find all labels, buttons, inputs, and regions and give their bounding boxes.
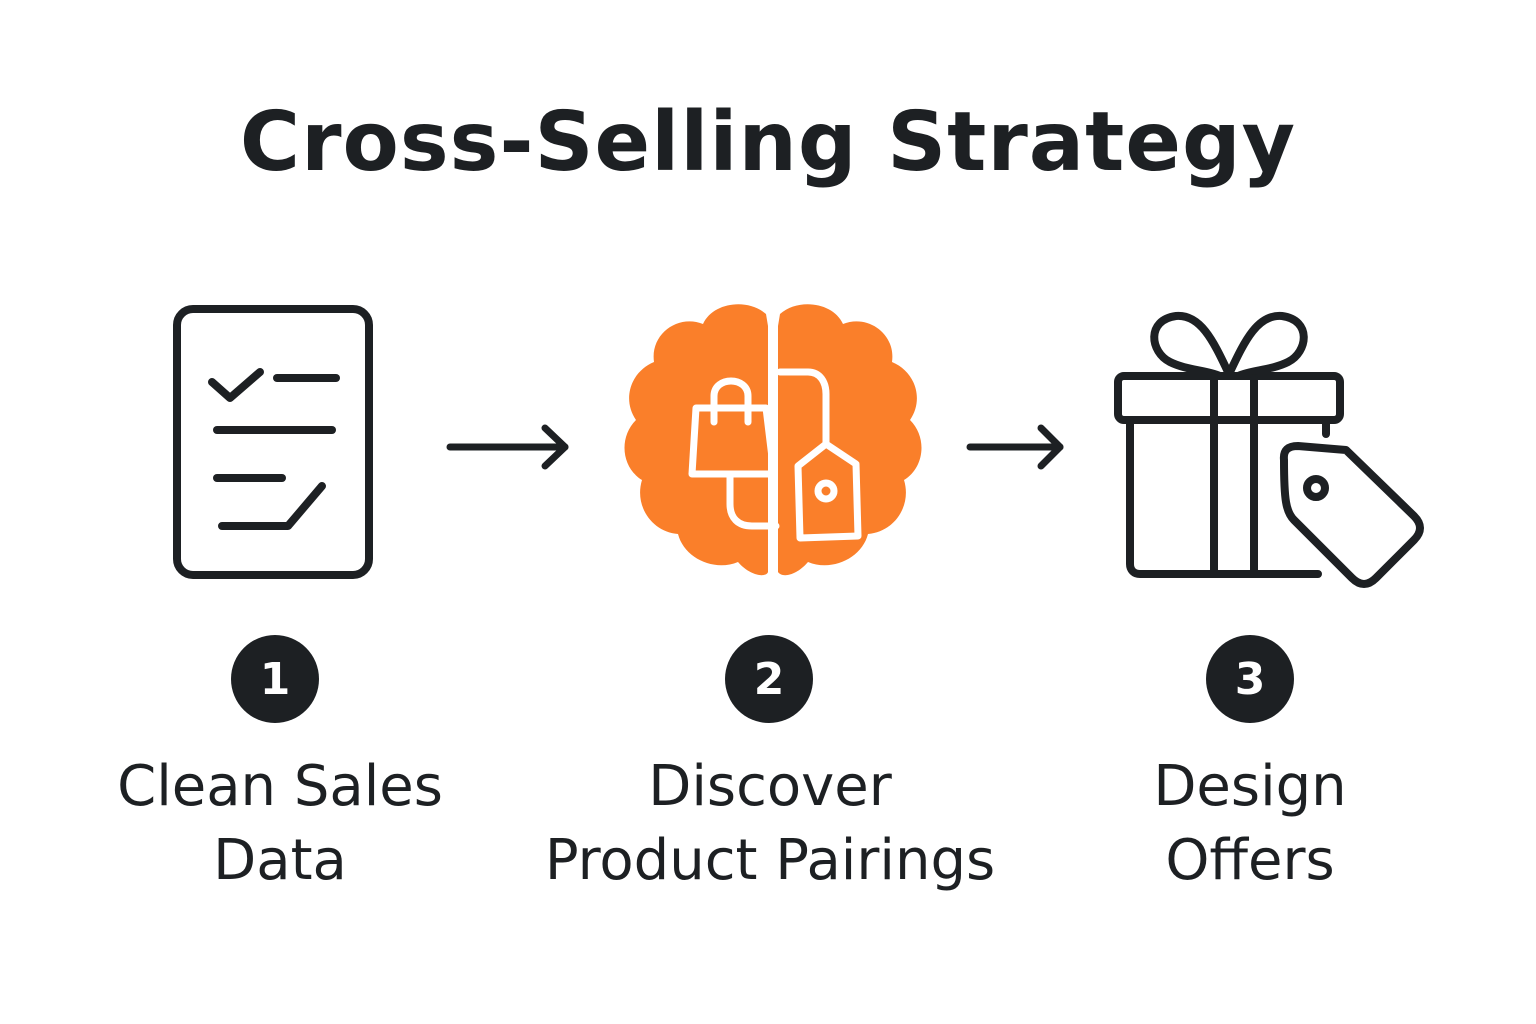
step-2-badge: 2 bbox=[725, 635, 813, 723]
step-3-badge: 3 bbox=[1206, 635, 1294, 723]
step-3-label: Design Offers bbox=[1050, 750, 1450, 898]
diagram-title: Cross-Selling Strategy bbox=[239, 95, 1297, 190]
step-2-label-line1: Discover bbox=[648, 754, 892, 819]
arrow-right-icon bbox=[966, 424, 1064, 470]
step-2-label-line2: Product Pairings bbox=[544, 828, 996, 893]
arrow-right-icon bbox=[446, 424, 569, 470]
brain-shopping-bag-tag-icon bbox=[624, 304, 922, 576]
gift-box-price-tag-icon bbox=[1114, 311, 1424, 588]
step-1-label-line1: Clean Sales bbox=[117, 754, 443, 819]
step-1-label: Clean Sales Data bbox=[80, 750, 480, 898]
step-1-label-line2: Data bbox=[213, 828, 347, 893]
step-3-label-line1: Design bbox=[1153, 754, 1347, 819]
step-1-badge: 1 bbox=[231, 635, 319, 723]
step-2-label: Discover Product Pairings bbox=[510, 750, 1030, 898]
step-3-label-line2: Offers bbox=[1165, 828, 1335, 893]
checklist-document-icon bbox=[173, 305, 373, 579]
